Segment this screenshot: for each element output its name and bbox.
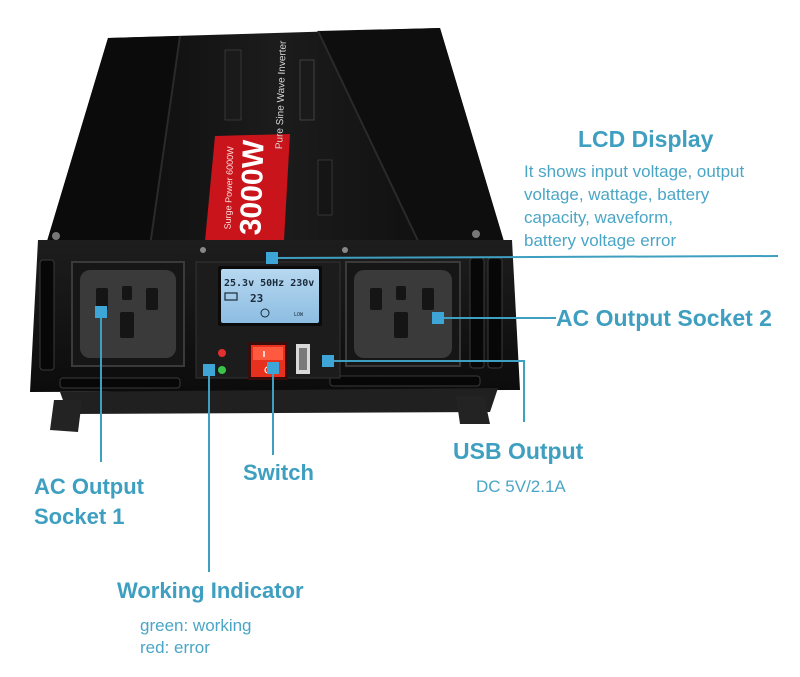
callout-lines <box>100 255 779 572</box>
lcd-marker <box>266 252 278 264</box>
ac-output-socket-1-line-2: Socket 1 <box>34 504 125 529</box>
surge-text: Surge Power 6000W <box>223 146 236 230</box>
ac-socket-2-holes <box>370 286 434 338</box>
lcd-callout-line <box>271 255 779 259</box>
usb-port <box>296 344 310 374</box>
lcd-desc-line-1: It shows input voltage, output <box>524 162 745 181</box>
lcd-desc-line-4: battery voltage error <box>524 231 677 250</box>
mounting-plate <box>60 388 498 414</box>
ac1-marker <box>95 306 107 318</box>
lcd-display-title: LCD Display <box>578 126 714 152</box>
indicator-desc-green: green: working <box>140 616 252 635</box>
ac-output-socket-2-label: AC Output Socket 2 <box>556 305 772 331</box>
lcd-tag: LOW <box>294 312 304 318</box>
red-label <box>205 134 290 241</box>
switch-label: Switch <box>243 460 314 485</box>
usb-callout-line <box>328 360 525 422</box>
working-indicator-label: Working Indicator <box>117 578 304 603</box>
lcd-line-1: 25.3v 50Hz 230v <box>224 278 314 289</box>
usb-marker <box>322 355 334 367</box>
left-ridge <box>45 36 180 248</box>
callout-markers <box>95 252 444 376</box>
power-switch <box>248 342 288 380</box>
ac2-marker <box>432 312 444 324</box>
vent-slots <box>39 257 503 389</box>
power-rating-text: 3000W <box>234 139 270 236</box>
product-name-text: Pure Sine Wave Inverter <box>274 40 289 150</box>
indicator-marker <box>203 364 215 376</box>
indicator-desc-red: red: error <box>140 638 210 657</box>
usb-output-label: USB Output <box>453 438 584 464</box>
switch-marker <box>267 362 279 374</box>
lcd-desc-line-3: capacity, waveform, <box>524 208 673 227</box>
red-led <box>218 349 226 357</box>
usb-output-desc: DC 5V/2.1A <box>476 477 566 496</box>
lcd-desc-line-2: voltage, wattage, battery <box>524 185 710 204</box>
ac-output-socket-1-line-1: AC Output <box>34 474 144 499</box>
inverter-body: 3000W Surge Power 6000W Pure Sine Wave I… <box>30 28 520 432</box>
right-ridge <box>318 28 505 245</box>
lcd-line-2: 23 <box>250 292 263 305</box>
lcd-display: 25.3v 50Hz 230v 23 LOW <box>218 266 322 326</box>
ac-socket-1-holes <box>96 286 158 338</box>
green-led <box>218 366 226 374</box>
